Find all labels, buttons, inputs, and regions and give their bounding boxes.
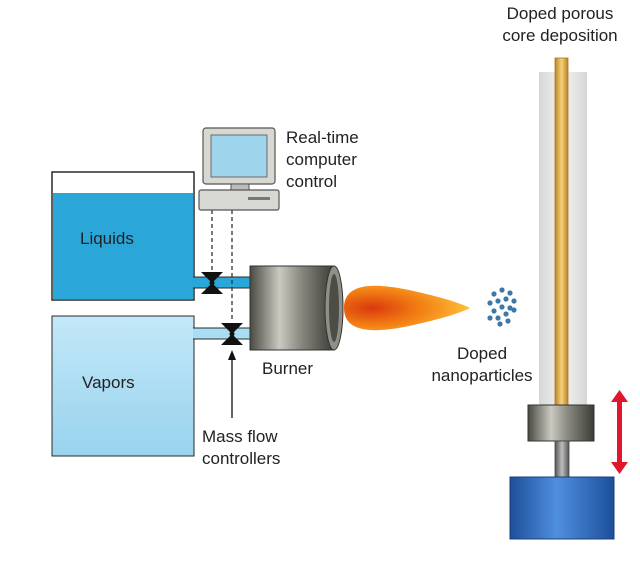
nanoparticle-dot [511, 298, 517, 304]
nanoparticle-dot [503, 296, 509, 302]
control-signal-lines [211, 210, 233, 322]
nanoparticle-dot [511, 307, 517, 313]
computer-label-line2: computer [286, 150, 357, 169]
mass-flow-label-line2: controllers [202, 449, 281, 468]
nanoparticle-dot [505, 318, 511, 324]
liquid-valve-icon [201, 272, 223, 294]
nanoparticle-dot [507, 305, 513, 311]
flame-icon [344, 285, 470, 331]
nanoparticle-dot [495, 298, 501, 304]
vapor-pipe [193, 327, 253, 340]
burner-label: Burner [262, 359, 314, 378]
liquids-tank [51, 171, 195, 301]
rod-base [509, 476, 615, 540]
vapors-tank [51, 315, 195, 457]
nanoparticle-dot [503, 311, 509, 317]
deposition-label-line2: core deposition [502, 26, 618, 45]
rod-stem [554, 440, 570, 478]
nanoparticle-dot [487, 300, 493, 306]
mass-flow-label-line1: Mass flow [202, 427, 278, 446]
liquid-pipe [193, 276, 253, 289]
nanoparticles-label-line2: nanoparticles [431, 366, 533, 385]
nanoparticle-dot [491, 308, 497, 314]
computer-icon [198, 127, 280, 211]
deposition-label-line1: Doped porous [506, 4, 614, 23]
nanoparticle-dot [497, 321, 503, 327]
rod-chuck [527, 404, 595, 442]
nanoparticle-dot [495, 315, 501, 321]
nanoparticles-cluster [487, 287, 517, 327]
nanoparticle-dot [491, 291, 497, 297]
nanoparticle-dot [507, 290, 513, 296]
up-down-arrow-icon [611, 390, 628, 474]
nanoparticle-dot [499, 287, 505, 293]
vapor-valve-icon [221, 323, 243, 345]
computer-label-line1: Real-time [286, 128, 359, 147]
nanoparticle-dot [487, 315, 493, 321]
liquids-label: Liquids [80, 229, 134, 248]
computer-label-line3: control [286, 172, 338, 191]
mass-flow-arrow [228, 350, 236, 418]
vapors-label: Vapors [82, 373, 135, 392]
nanoparticle-dot [499, 304, 505, 310]
burner-icon [249, 265, 344, 351]
nanoparticles-label-line1: Doped [456, 344, 508, 363]
